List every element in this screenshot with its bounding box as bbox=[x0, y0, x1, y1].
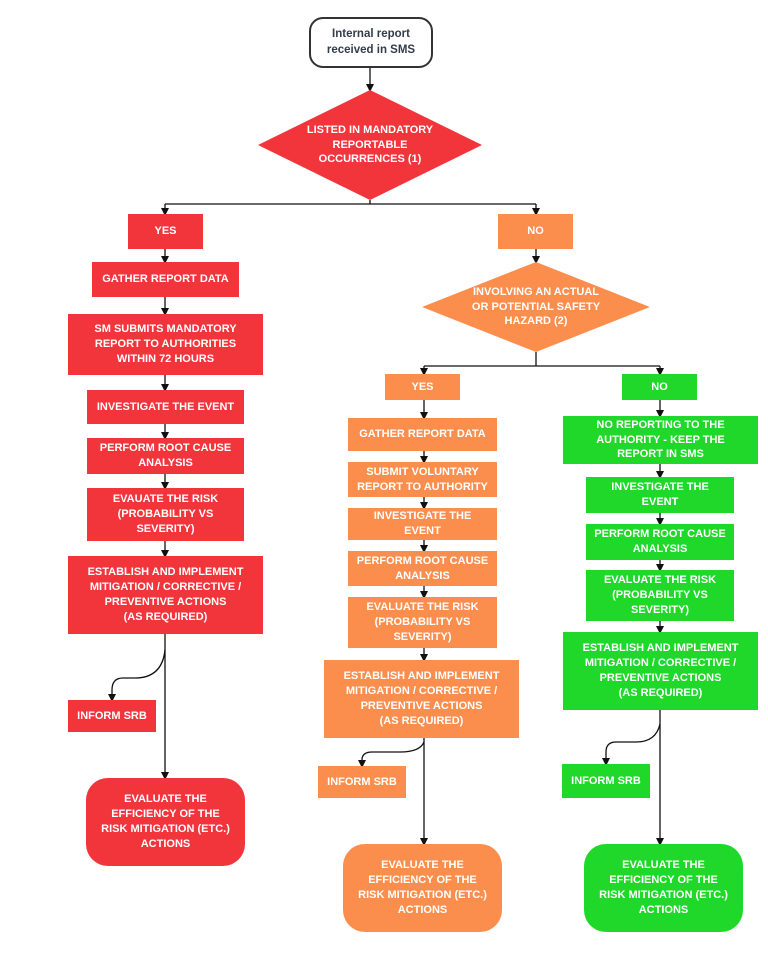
red-investigate-label: INVESTIGATE THE EVENT bbox=[96, 400, 235, 413]
decision-diamond-shape bbox=[422, 262, 650, 352]
green-root-cause-analysis: PERFORM ROOT CAUSE ANALYSIS bbox=[586, 524, 734, 560]
green-establish-label: ESTABLISH AND IMPLEMENT MITIGATION / COR… bbox=[582, 642, 739, 699]
green-inform-srb-label: INFORM SRB bbox=[571, 774, 641, 787]
orange-inform-srb-label: INFORM SRB bbox=[327, 775, 397, 788]
green-evaluate-efficiency: EVALUATE THE EFFICIENCY OF THE RISK MITI… bbox=[584, 844, 743, 932]
orange-establish-label: ESTABLISH AND IMPLEMENT MITIGATION / COR… bbox=[343, 670, 500, 727]
green-investigate-event: INVESTIGATE THE EVENT bbox=[586, 477, 734, 513]
decision-mandatory-reportable: LISTED IN MANDATORY REPORTABLE OCCURRENC… bbox=[258, 90, 482, 200]
orange-investigate-label: INVESTIGATE THE EVENT bbox=[373, 510, 472, 537]
connector bbox=[358, 741, 425, 768]
red-establish-actions: ESTABLISH AND IMPLEMENT MITIGATION / COR… bbox=[68, 556, 263, 634]
decision-hazard-label: INVOLVING AN ACTUAL OR POTENTIAL SAFETY … bbox=[471, 285, 601, 328]
green-no-reporting: NO REPORTING TO THE AUTHORITY - KEEP THE… bbox=[563, 416, 758, 464]
decision-diamond-shape bbox=[258, 90, 482, 200]
red-evaluate-efficiency-label: EVALUATE THE EFFICIENCY OF THE RISK MITI… bbox=[101, 793, 230, 850]
orange-establish-actions: ESTABLISH AND IMPLEMENT MITIGATION / COR… bbox=[324, 660, 519, 738]
mandatory-yes-label-box: YES bbox=[128, 214, 203, 249]
red-evaluate-efficiency: EVALUATE THE EFFICIENCY OF THE RISK MITI… bbox=[86, 778, 245, 866]
hazard-no-label: NO bbox=[651, 380, 668, 393]
orange-evaluate-risk-label: EVALUATE THE RISK (PROBABILITY VS SEVERI… bbox=[366, 601, 479, 643]
mandatory-yes-label: YES bbox=[154, 225, 177, 238]
hazard-yes-label: YES bbox=[411, 380, 434, 393]
decision-safety-hazard: INVOLVING AN ACTUAL OR POTENTIAL SAFETY … bbox=[422, 262, 650, 352]
red-establish-label: ESTABLISH AND IMPLEMENT MITIGATION / COR… bbox=[87, 566, 244, 623]
connector bbox=[108, 649, 166, 702]
orange-submit-voluntary-report: SUBMIT VOLUNTARY REPORT TO AUTHORITY bbox=[348, 462, 497, 497]
connector bbox=[602, 723, 661, 766]
start-node: Internal report received in SMS bbox=[309, 17, 433, 68]
orange-submit-label: SUBMIT VOLUNTARY REPORT TO AUTHORITY bbox=[357, 465, 488, 493]
orange-root-cause-label: PERFORM ROOT CAUSE ANALYSIS bbox=[356, 554, 489, 582]
green-root-cause-label: PERFORM ROOT CAUSE ANALYSIS bbox=[594, 528, 726, 555]
orange-gather-report-data: GATHER REPORT DATA bbox=[348, 418, 497, 451]
orange-evaluate-efficiency-label: EVALUATE THE EFFICIENCY OF THE RISK MITI… bbox=[358, 859, 487, 916]
green-evaluate-efficiency-label: EVALUATE THE EFFICIENCY OF THE RISK MITI… bbox=[599, 859, 728, 916]
green-investigate-label: INVESTIGATE THE EVENT bbox=[611, 481, 709, 508]
orange-investigate-event: INVESTIGATE THE EVENT bbox=[348, 508, 497, 540]
red-gather-report-data: GATHER REPORT DATA bbox=[92, 262, 239, 297]
green-inform-srb: INFORM SRB bbox=[562, 764, 650, 798]
decision-mandatory-label: LISTED IN MANDATORY REPORTABLE OCCURRENC… bbox=[306, 123, 434, 166]
red-root-cause-label: PERFORM ROOT CAUSE ANALYSIS bbox=[99, 442, 232, 469]
red-inform-srb: INFORM SRB bbox=[68, 700, 156, 732]
green-evaluate-risk-label: EVALUATE THE RISK (PROBABILITY VS SEVERI… bbox=[603, 574, 717, 616]
hazard-yes-label-box: YES bbox=[385, 374, 460, 400]
hazard-no-label-box: NO bbox=[622, 374, 697, 400]
orange-root-cause-analysis: PERFORM ROOT CAUSE ANALYSIS bbox=[348, 551, 497, 586]
red-investigate-event: INVESTIGATE THE EVENT bbox=[87, 390, 244, 424]
orange-gather-label: GATHER REPORT DATA bbox=[359, 428, 486, 441]
mandatory-no-label-box: NO bbox=[498, 214, 573, 249]
red-inform-srb-label: INFORM SRB bbox=[77, 709, 147, 722]
red-evaluate-risk-label: EVAUATE THE RISK (PROBABILITY VS SEVERIT… bbox=[112, 493, 219, 535]
red-submit-mandatory-report: SM SUBMITS MANDATORY REPORT TO AUTHORITI… bbox=[68, 314, 263, 375]
orange-evaluate-efficiency: EVALUATE THE EFFICIENCY OF THE RISK MITI… bbox=[343, 844, 502, 932]
orange-inform-srb: INFORM SRB bbox=[318, 766, 406, 798]
red-submit-label: SM SUBMITS MANDATORY REPORT TO AUTHORITI… bbox=[94, 323, 237, 365]
start-label: Internal report received in SMS bbox=[326, 27, 416, 56]
red-evaluate-risk: EVAUATE THE RISK (PROBABILITY VS SEVERIT… bbox=[87, 488, 244, 541]
green-no-reporting-label: NO REPORTING TO THE AUTHORITY - KEEP THE… bbox=[596, 418, 725, 461]
green-establish-actions: ESTABLISH AND IMPLEMENT MITIGATION / COR… bbox=[563, 632, 758, 710]
red-root-cause-analysis: PERFORM ROOT CAUSE ANALYSIS bbox=[87, 438, 244, 474]
orange-evaluate-risk: EVALUATE THE RISK (PROBABILITY VS SEVERI… bbox=[348, 597, 497, 648]
mandatory-no-label: NO bbox=[527, 225, 544, 238]
green-evaluate-risk: EVALUATE THE RISK (PROBABILITY VS SEVERI… bbox=[586, 570, 734, 621]
red-gather-label: GATHER REPORT DATA bbox=[102, 273, 229, 286]
